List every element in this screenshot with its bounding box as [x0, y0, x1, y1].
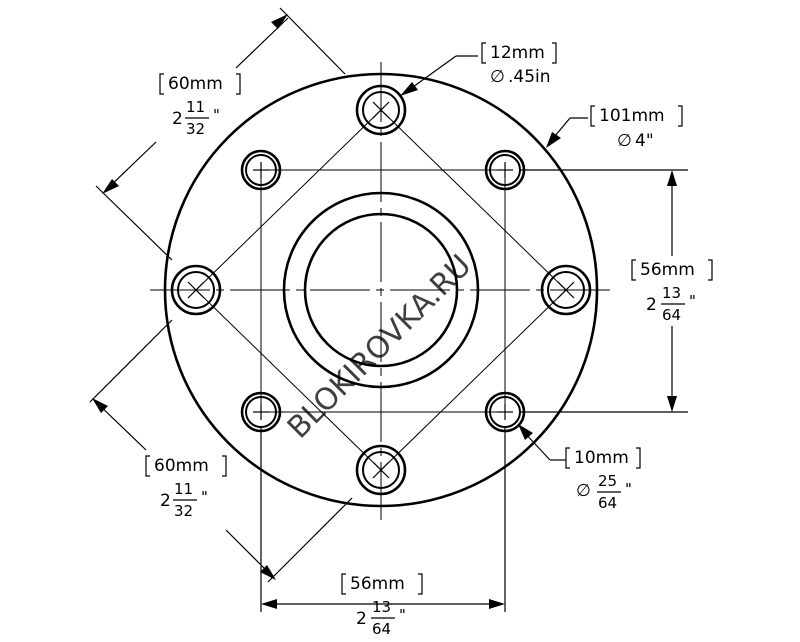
diag-bottom-arrow-a [92, 398, 108, 413]
svg-text:": " [625, 480, 632, 498]
watermark-text: BLOKIROVKA.RU [281, 248, 478, 445]
svg-text:13: 13 [662, 284, 681, 302]
horizontal-arrow-right [489, 599, 505, 609]
svg-text:": " [201, 488, 208, 506]
bolt-hole-leader-arrow [400, 82, 418, 96]
flange-leader-arrow [546, 132, 561, 148]
svg-text:60mm: 60mm [168, 74, 223, 94]
large-bolt-hole-right [540, 264, 592, 316]
diag-bottom-arrow-b [260, 565, 276, 580]
diag-top-callout: 60mm 2 11 32 " [159, 73, 241, 138]
svg-text:": " [399, 606, 406, 624]
small-hole-leader-arrow [518, 424, 533, 440]
small-hole-pattern-square [260, 169, 506, 413]
svg-text:2: 2 [646, 295, 657, 315]
vertical-arrow-bottom [667, 396, 677, 412]
svg-text:32: 32 [174, 502, 193, 520]
small-bolt-hole-top-left [240, 149, 282, 191]
svg-text:∅: ∅ [576, 481, 591, 501]
vertical-arrow-top [667, 170, 677, 186]
bolt-hole-callout: 12mm ∅ .45in [481, 42, 557, 87]
large-bolt-hole-left [170, 264, 222, 316]
svg-text:64: 64 [598, 494, 617, 512]
vertical-callout: 56mm 2 13 64 " [631, 259, 713, 324]
svg-text:4": 4" [635, 131, 654, 151]
horizontal-callout: 56mm 2 13 64 " [341, 573, 423, 638]
svg-text:": " [213, 106, 220, 124]
diag-top-extension-a [279, 7, 346, 75]
horizontal-arrow-left [261, 599, 277, 609]
svg-text:.45in: .45in [508, 67, 551, 87]
svg-text:∅: ∅ [617, 131, 632, 151]
svg-text:25: 25 [598, 472, 617, 490]
svg-text:2: 2 [356, 609, 367, 629]
svg-text:60mm: 60mm [154, 456, 209, 476]
diag-bottom-extension-a [89, 319, 173, 403]
svg-text:": " [689, 292, 696, 310]
diag-top-arrow-a [271, 14, 288, 29]
large-bolt-hole-top [355, 84, 407, 136]
svg-text:56mm: 56mm [350, 574, 405, 594]
svg-text:56mm: 56mm [640, 260, 695, 280]
large-bolt-hole-bottom [355, 444, 407, 496]
diag-bottom-callout: 60mm 2 11 32 " [145, 455, 227, 520]
svg-text:11: 11 [174, 480, 193, 498]
flange-diameter-callout: 101mm ∅ 4" [590, 105, 683, 151]
svg-text:11: 11 [186, 98, 205, 116]
svg-text:2: 2 [160, 491, 171, 511]
svg-text:12mm: 12mm [490, 43, 545, 63]
diag-top-arrow-b [102, 179, 119, 194]
svg-text:64: 64 [662, 306, 681, 324]
svg-text:13: 13 [372, 598, 391, 616]
diag-bottom-extension-b [267, 497, 353, 583]
svg-text:64: 64 [372, 620, 391, 638]
svg-text:2: 2 [172, 109, 183, 129]
svg-text:101mm: 101mm [599, 106, 665, 126]
svg-text:32: 32 [186, 120, 205, 138]
svg-text:10mm: 10mm [574, 448, 629, 468]
diag-top-extension-b [95, 185, 173, 261]
small-hole-callout: 10mm ∅ 25 64 " [565, 447, 641, 512]
diag-bottom-dimension-line-a [95, 401, 147, 451]
svg-text:∅: ∅ [490, 67, 505, 87]
